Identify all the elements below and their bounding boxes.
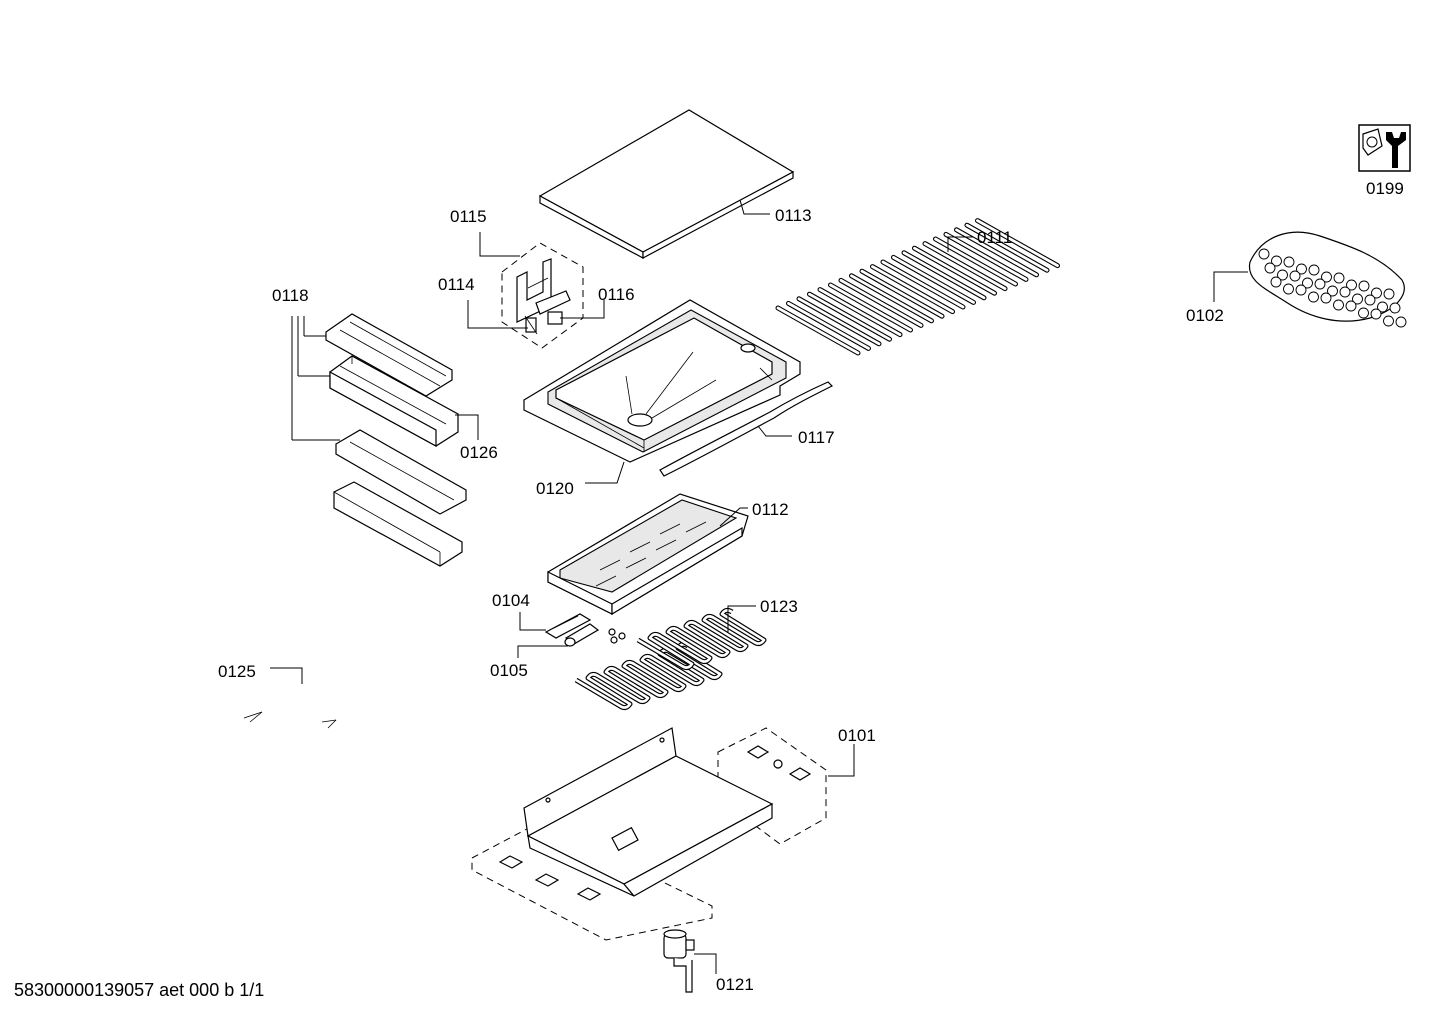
label-0112: 0112 xyxy=(752,500,789,519)
leader-0102 xyxy=(1213,271,1248,302)
part-0123-heating-element xyxy=(574,607,767,711)
label-0121: 0121 xyxy=(716,975,754,994)
label-0126: 0126 xyxy=(460,443,498,462)
label-0117: 0117 xyxy=(798,428,835,447)
leader-0126 xyxy=(455,414,479,440)
label-0125: 0125 xyxy=(218,662,256,681)
part-0111-grill-grate xyxy=(775,218,1060,356)
part-0121-drain-valve xyxy=(663,929,695,993)
label-0115: 0115 xyxy=(450,207,487,226)
part-0102-lava-stones xyxy=(1248,231,1407,328)
label-0111: 0111 xyxy=(977,228,1012,247)
part-0104-sensor-bracket xyxy=(544,613,592,639)
part-0117-gasket xyxy=(659,381,834,477)
part-0112-drip-tray xyxy=(547,493,749,616)
part-0115-switch-assembly xyxy=(501,242,584,349)
label-0114: 0114 xyxy=(438,275,475,294)
label-0199: 0199 xyxy=(1366,179,1404,198)
leader-0113 xyxy=(739,199,770,215)
wrench-icon xyxy=(1358,124,1411,172)
label-0102: 0102 xyxy=(1186,306,1224,325)
part-0125-cable xyxy=(243,678,356,729)
label-0116: 0116 xyxy=(598,285,635,304)
label-0105: 0105 xyxy=(490,661,528,680)
label-0120: 0120 xyxy=(536,479,574,498)
leader-0104 xyxy=(519,612,546,631)
leader-0111 xyxy=(947,236,973,252)
label-0104: 0104 xyxy=(492,591,530,610)
leader-0121 xyxy=(694,953,717,974)
leader-0123 xyxy=(727,605,756,632)
leader-0116 xyxy=(560,300,605,319)
part-0101-installation-box xyxy=(471,727,827,941)
drawing-number: 58300000139057 aet 000 b 1/1 xyxy=(14,980,265,1000)
part-0113-lid xyxy=(538,109,795,260)
leader-0115 xyxy=(479,232,520,257)
leader-0120 xyxy=(585,461,625,484)
leader-0101 xyxy=(828,744,855,777)
label-0118: 0118 xyxy=(272,286,309,305)
part-0105-sensor xyxy=(564,623,626,647)
leader-0125 xyxy=(270,667,303,684)
label-0101: 0101 xyxy=(838,726,876,745)
label-0113: 0113 xyxy=(775,206,812,225)
leader-0105 xyxy=(517,645,568,658)
part-0118-control-module xyxy=(325,313,467,567)
leader-0117 xyxy=(757,425,792,437)
part-0120-main-tray xyxy=(523,299,801,463)
leader-0114 xyxy=(467,300,528,329)
leader-0112 xyxy=(719,507,748,527)
label-0123: 0123 xyxy=(760,597,798,616)
